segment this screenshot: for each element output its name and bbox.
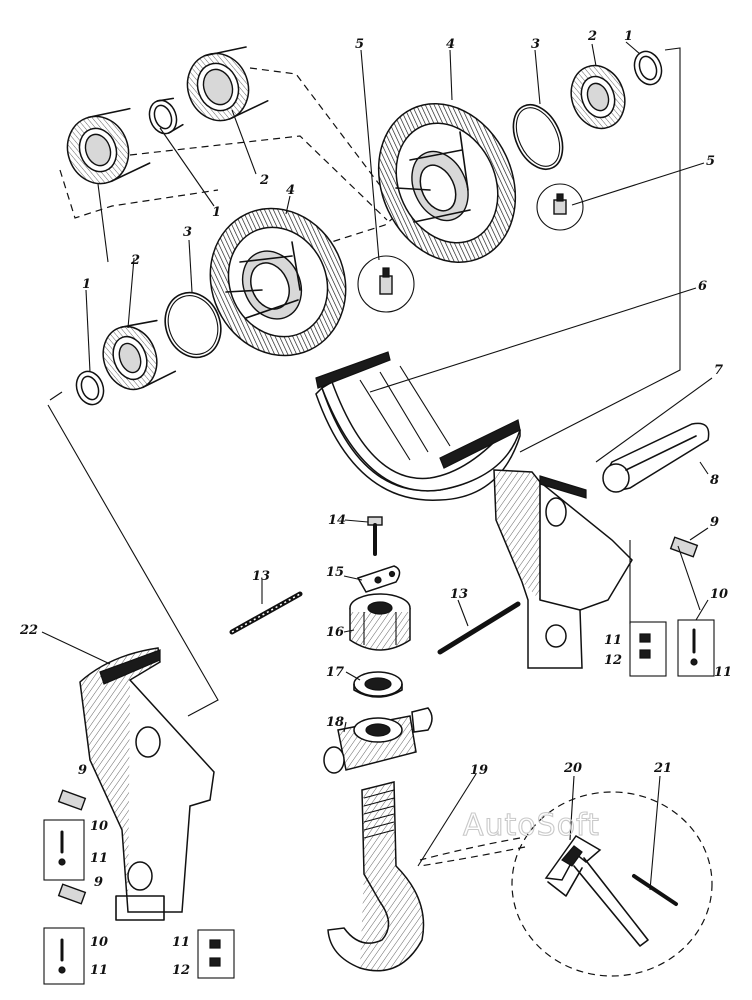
- fastener-group-right-nuts: [629, 621, 667, 677]
- pulley-left: [209, 207, 347, 357]
- label-12-left: 12: [172, 963, 190, 978]
- label-16: 16: [326, 625, 344, 640]
- pulley-guard: [315, 351, 521, 501]
- label-11-left-b: 11: [90, 963, 108, 978]
- label-9-left-a: 9: [78, 763, 87, 778]
- ball-bearing-top-left: [66, 107, 151, 185]
- label-2-top-right: 2: [587, 29, 597, 44]
- label-19: 19: [470, 763, 488, 778]
- label-10-left-a: 10: [90, 819, 108, 834]
- ball-bearing-lower-left: [102, 319, 177, 391]
- bracket-right: [493, 469, 633, 669]
- spacer-ring-lower-left: [75, 370, 105, 406]
- label-5-top: 5: [355, 37, 364, 52]
- label-10-left-b: 10: [90, 935, 108, 950]
- label-7: 7: [714, 363, 723, 378]
- label-2-left: 2: [130, 253, 140, 268]
- label-11-right-a: 11: [604, 633, 622, 648]
- thrust-washer: [353, 671, 403, 698]
- bracket-left: [79, 647, 215, 921]
- label-4-top: 4: [446, 37, 455, 52]
- label-3-left: 3: [183, 225, 192, 240]
- fastener-group-left-nuts: [197, 929, 235, 979]
- fastener-group-left-upper: [43, 789, 87, 881]
- label-8: 8: [710, 473, 719, 488]
- label-1-center: 1: [212, 205, 221, 220]
- label-11-right-b: 11: [714, 665, 732, 680]
- label-1-left: 1: [82, 277, 91, 292]
- label-11-left-c: 11: [172, 935, 190, 950]
- snap-ring-right: [512, 104, 564, 170]
- label-9-right: 9: [710, 515, 719, 530]
- latch-pin: [632, 874, 678, 906]
- label-10-right: 10: [710, 587, 728, 602]
- label-2-center: 2: [259, 173, 269, 188]
- grease-nipple-left: [357, 255, 415, 313]
- hook-latch-detail: [511, 791, 713, 977]
- hook-crosshead: [323, 707, 433, 774]
- label-20: 20: [563, 761, 582, 776]
- spacer-ring-top-center: [148, 97, 184, 135]
- label-14: 14: [328, 513, 346, 528]
- grease-nipple-right: [536, 183, 584, 231]
- fastener-group-right-bolt: [669, 536, 715, 677]
- watermark-text: AutoSoft: [463, 808, 600, 843]
- label-4-left: 4: [286, 183, 295, 198]
- threaded-rod-right: [437, 601, 521, 655]
- ball-bearing-top-center: [186, 46, 269, 122]
- label-6: 6: [698, 279, 707, 294]
- snap-ring-left: [164, 291, 222, 359]
- assembly-guide-lines: [47, 47, 681, 867]
- label-22: 22: [19, 623, 38, 638]
- bolt-top: [367, 516, 383, 556]
- castle-nut-body: [349, 593, 411, 651]
- lock-plate: [356, 565, 401, 593]
- label-12-right: 12: [604, 653, 622, 668]
- threaded-rod-left: [229, 591, 303, 635]
- label-11-left-a: 11: [90, 851, 108, 866]
- label-9-left-b: 9: [94, 875, 103, 890]
- crane-hook: [327, 781, 425, 972]
- spacer-ring-top-right: [633, 50, 663, 86]
- label-18: 18: [326, 715, 344, 730]
- ball-bearing-top-right: [570, 64, 626, 130]
- leader-lines: [41, 41, 713, 891]
- label-1-top-right: 1: [624, 29, 633, 44]
- label-5-right: 5: [706, 154, 715, 169]
- fastener-group-left-lower: [43, 883, 87, 985]
- label-17: 17: [326, 665, 344, 680]
- label-21: 21: [653, 761, 672, 776]
- axle-pin: [602, 422, 710, 493]
- label-13-left: 13: [252, 569, 270, 584]
- pulley-right: [377, 103, 517, 263]
- part-labels: 5 4 3 2 1 5 6 2 1 4 3 2 1 7 8 9 10 11 12…: [19, 29, 732, 978]
- label-13-right: 13: [450, 587, 468, 602]
- label-15: 15: [326, 565, 344, 580]
- label-3-top: 3: [531, 37, 540, 52]
